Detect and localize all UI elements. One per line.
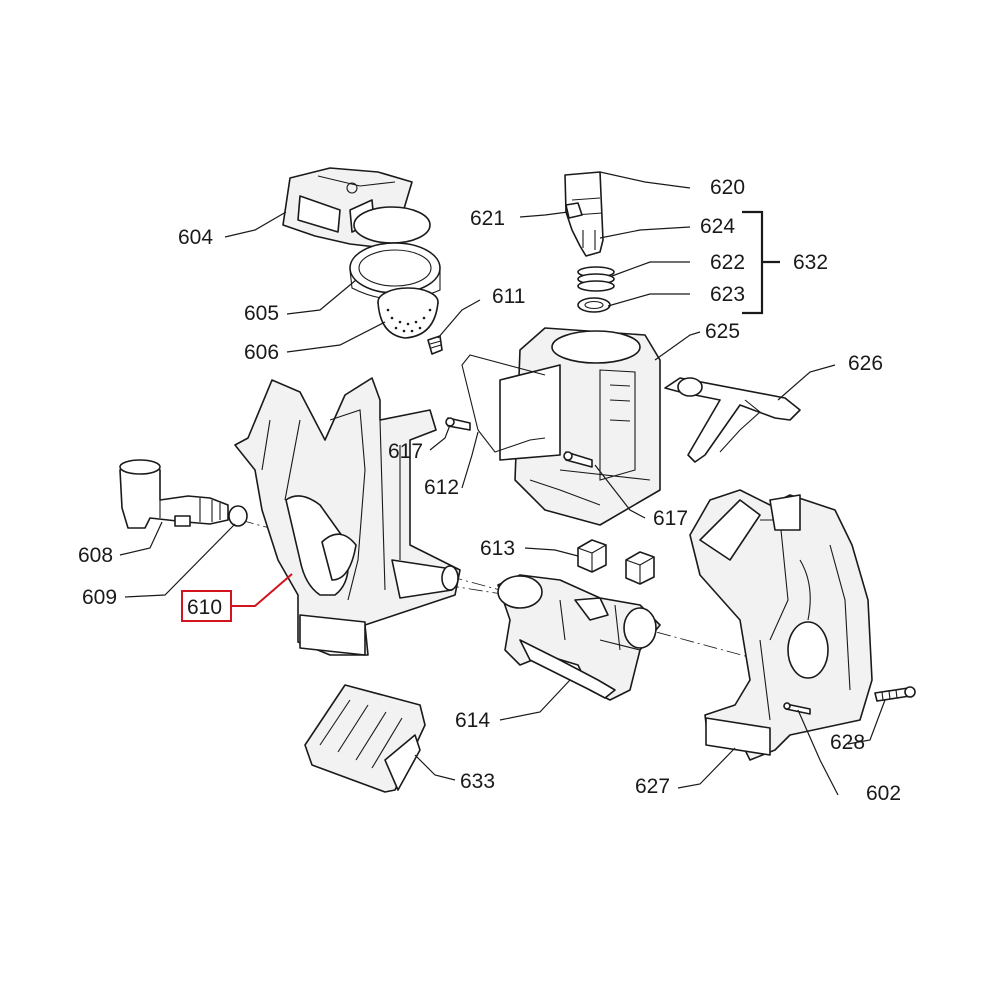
part-617-screw-right bbox=[563, 451, 593, 468]
label-623: 623 bbox=[710, 283, 745, 306]
label-605: 605 bbox=[244, 302, 279, 325]
label-622: 622 bbox=[710, 251, 745, 274]
leader-610-highlight bbox=[232, 573, 293, 607]
label-606: 606 bbox=[244, 341, 279, 364]
leader-602 bbox=[797, 709, 839, 796]
leader-625 bbox=[654, 331, 701, 361]
leader-622 bbox=[611, 261, 690, 277]
part-613-nut-b bbox=[625, 551, 655, 585]
part-622-spring bbox=[577, 266, 615, 292]
part-623-seal bbox=[577, 297, 611, 313]
leader-633 bbox=[414, 754, 456, 781]
part-625-brew-chamber bbox=[499, 327, 661, 526]
leader-611 bbox=[437, 299, 481, 339]
leader-614 bbox=[499, 679, 571, 721]
part-606-filter bbox=[377, 287, 439, 339]
part-610-left-frame bbox=[234, 377, 461, 656]
part-labels: 620 621 624 622 623 632 604 611 605 606 … bbox=[78, 176, 901, 805]
label-620: 620 bbox=[710, 176, 745, 199]
label-609: 609 bbox=[82, 586, 117, 609]
label-612: 612 bbox=[424, 476, 459, 499]
label-608: 608 bbox=[78, 544, 113, 567]
label-624: 624 bbox=[700, 215, 735, 238]
part-627-right-frame bbox=[689, 489, 873, 761]
part-612-wire-bracket bbox=[461, 354, 546, 453]
leader-606 bbox=[286, 321, 386, 353]
label-611: 611 bbox=[492, 285, 525, 308]
leader-604 bbox=[224, 211, 287, 238]
label-617-left: 617 bbox=[388, 440, 423, 463]
leader-628 bbox=[847, 699, 886, 745]
label-613: 613 bbox=[480, 537, 515, 560]
part-633-drip-cover bbox=[304, 684, 426, 793]
leader-lines bbox=[119, 171, 886, 796]
leader-613 bbox=[524, 547, 579, 557]
part-604-upper-unit bbox=[282, 167, 431, 249]
label-628: 628 bbox=[830, 731, 865, 754]
label-633: 633 bbox=[460, 770, 495, 793]
leader-623 bbox=[607, 293, 690, 307]
highlight-box-610 bbox=[181, 590, 232, 622]
label-627: 627 bbox=[635, 775, 670, 798]
part-628-screw bbox=[874, 686, 916, 702]
leader-624 bbox=[599, 226, 691, 239]
label-604: 604 bbox=[178, 226, 213, 249]
leader-620 bbox=[599, 171, 691, 189]
part-620-piston-rod bbox=[564, 171, 604, 257]
leader-627 bbox=[677, 747, 736, 789]
part-609-o-ring bbox=[228, 505, 248, 527]
leader-612 bbox=[461, 431, 479, 489]
leader-609 bbox=[124, 523, 236, 598]
label-617-right: 617 bbox=[653, 507, 688, 530]
label-632: 632 bbox=[793, 251, 828, 274]
leader-621 bbox=[519, 211, 569, 218]
part-608-valve bbox=[119, 459, 229, 529]
leader-626 bbox=[777, 364, 836, 401]
part-617-screw-left bbox=[445, 417, 471, 431]
leader-617b bbox=[594, 464, 646, 519]
leader-608 bbox=[119, 521, 163, 556]
leader-617a bbox=[429, 424, 451, 451]
label-626: 626 bbox=[848, 352, 883, 375]
part-611-screw bbox=[427, 335, 443, 355]
part-614-carrier bbox=[497, 574, 661, 701]
part-602-pin bbox=[783, 702, 811, 715]
part-626-lever bbox=[664, 377, 801, 463]
group-bracket-632 bbox=[742, 210, 780, 315]
label-621: 621 bbox=[470, 207, 505, 230]
label-602: 602 bbox=[866, 782, 901, 805]
label-614: 614 bbox=[455, 709, 490, 732]
label-625: 625 bbox=[705, 320, 740, 343]
leader-605 bbox=[286, 279, 357, 315]
part-613-nut-a bbox=[577, 539, 607, 573]
label-610: 610 bbox=[187, 596, 222, 619]
